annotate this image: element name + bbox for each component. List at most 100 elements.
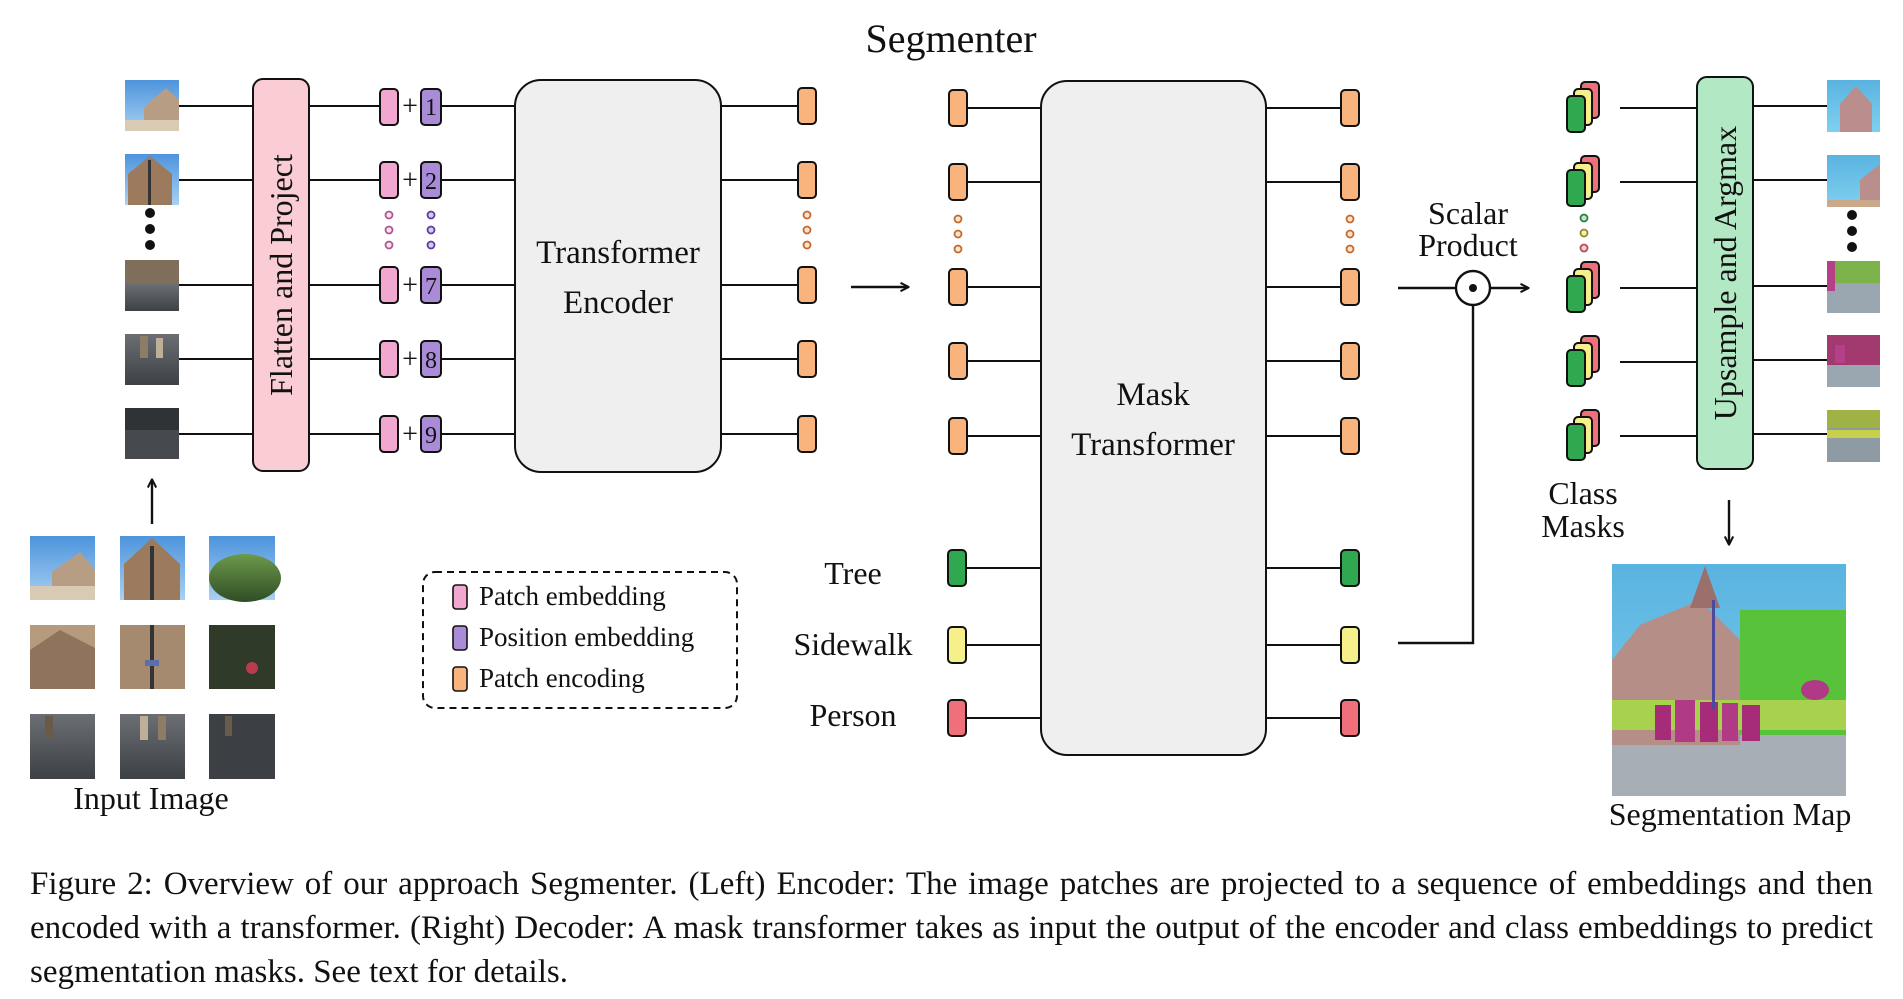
segmenter-diagram: Segmenter [30, 16, 1880, 832]
figure-caption: Figure 2: Overview of our approach Segme… [30, 866, 1873, 990]
input-grid-tile [30, 536, 95, 600]
legend-label: Patch embedding [479, 581, 666, 611]
patch-thumbnail [125, 154, 179, 205]
class-embedding-to-product-line [1398, 306, 1475, 645]
patch-thumbnail [125, 260, 179, 311]
patch-thumbnail [125, 334, 179, 385]
class-label-tree: Tree [824, 555, 881, 591]
vertical-ellipsis-dot [1847, 210, 1857, 220]
embedding-row: + 2 [379, 161, 442, 199]
decoder-input-ellipsis [953, 214, 963, 254]
segmentation-map-image [1612, 564, 1846, 796]
flatten-project-label: Flatten and Project [263, 154, 299, 396]
input-grid-tile [30, 714, 95, 779]
segmentation-patch [1827, 410, 1880, 462]
flatten-to-embedding-lines [309, 105, 380, 435]
vertical-ellipsis-dot [1847, 242, 1857, 252]
encoding-ellipsis [802, 210, 812, 250]
segmentation-patch [1827, 261, 1880, 313]
upsample-argmax-label: Upsample and Argmax [1707, 126, 1743, 420]
embedding-row: + 8 [379, 340, 442, 378]
class-mask-stack [1566, 155, 1600, 207]
class-mask-stack [1566, 409, 1600, 461]
patch-to-flatten-lines [179, 105, 253, 435]
input-grid-tile [120, 714, 185, 779]
embedding-ellipsis [384, 210, 436, 250]
vertical-ellipsis-dot [145, 208, 155, 218]
vertical-ellipsis-dot [145, 224, 155, 234]
input-grid-tile [209, 536, 281, 602]
flatten-project-box [252, 78, 310, 472]
plus-sign: + [402, 419, 418, 450]
class-label-person: Person [809, 697, 896, 733]
input-grid-tile [209, 714, 275, 779]
input-image-grid [30, 536, 281, 779]
plus-sign: + [402, 344, 418, 375]
legend-box [422, 571, 738, 709]
vertical-ellipsis-dot [1847, 226, 1857, 236]
patch-thumbnail [125, 80, 179, 131]
upsample-argmax-box [1696, 76, 1754, 470]
scalar-product-label-line1: Scalar [1428, 195, 1508, 231]
class-mask-stack [1566, 261, 1600, 313]
embedding-rows: + 1 + 2 + 7 + 8 + 9 [379, 88, 442, 453]
transformer-encoder-label-line2: Encoder [563, 285, 673, 321]
mask-transformer-box [1040, 80, 1267, 756]
input-patches-column [125, 80, 179, 459]
class-masks-ellipsis [1579, 213, 1589, 253]
mask-transformer-output-encodings [1340, 89, 1360, 455]
masks-to-upsample-lines [1620, 107, 1697, 437]
legend-item-position-embedding: Position embedding [452, 622, 694, 652]
transformer-encoder-box [514, 79, 722, 473]
class-masks-label-line1: Class [1548, 475, 1617, 511]
upsample-to-seg-lines [1753, 105, 1827, 435]
input-grid-tile [120, 625, 185, 689]
segmentation-patches-column [1827, 80, 1880, 462]
embedding-row: + 1 [379, 88, 442, 126]
position-index: 8 [425, 348, 437, 374]
position-index: 2 [425, 169, 437, 195]
embedding-row: + 7 [379, 266, 442, 304]
class-mask-stack [1566, 81, 1600, 133]
segmentation-map-label: Segmentation Map [1609, 796, 1852, 832]
decoder-input-encodings [948, 89, 968, 455]
patch-thumbnail [125, 408, 179, 459]
position-index: 1 [425, 95, 437, 121]
legend-label: Position embedding [479, 622, 694, 652]
position-index: 7 [425, 274, 437, 300]
class-embeddings-output [1340, 549, 1360, 737]
class-masks-label-line2: Masks [1541, 508, 1625, 544]
legend-item-patch-embedding: Patch embedding [452, 581, 666, 611]
input-grid-tile [120, 536, 185, 600]
class-label-sidewalk: Sidewalk [793, 626, 912, 662]
mask-transformer-input-lines [966, 107, 1041, 719]
segmentation-patch [1827, 80, 1880, 132]
embedding-to-encoder-lines [441, 105, 515, 435]
plus-sign: + [402, 165, 418, 196]
input-image-label: Input Image [73, 780, 229, 816]
legend-item-patch-encoding: Patch encoding [452, 663, 645, 693]
class-embeddings-input [947, 549, 967, 737]
class-mask-stack [1566, 335, 1600, 387]
segmentation-patch [1827, 335, 1880, 387]
legend-label: Patch encoding [479, 663, 645, 693]
transformer-encoder-label-line1: Transformer [536, 235, 700, 271]
diagram-title: Segmenter [865, 16, 1036, 61]
mask-transformer-label-line1: Mask [1116, 377, 1190, 413]
vertical-ellipsis-dot [145, 240, 155, 250]
input-grid-tile [30, 625, 95, 689]
input-grid-tile [209, 625, 275, 689]
position-index: 9 [425, 423, 437, 449]
mask-transformer-output-lines [1266, 107, 1341, 719]
encoder-output-encodings [797, 87, 817, 453]
segmentation-patch [1827, 155, 1880, 207]
encoder-output-lines [721, 105, 798, 435]
class-masks-column [1566, 81, 1600, 461]
mask-transformer-label-line2: Transformer [1071, 427, 1235, 463]
embedding-row: + 9 [379, 415, 442, 453]
scalar-product-dot [1469, 284, 1477, 292]
scalar-product-label-line2: Product [1418, 227, 1518, 263]
plus-sign: + [402, 91, 418, 122]
mask-output-ellipsis [1345, 214, 1355, 254]
plus-sign: + [402, 270, 418, 301]
